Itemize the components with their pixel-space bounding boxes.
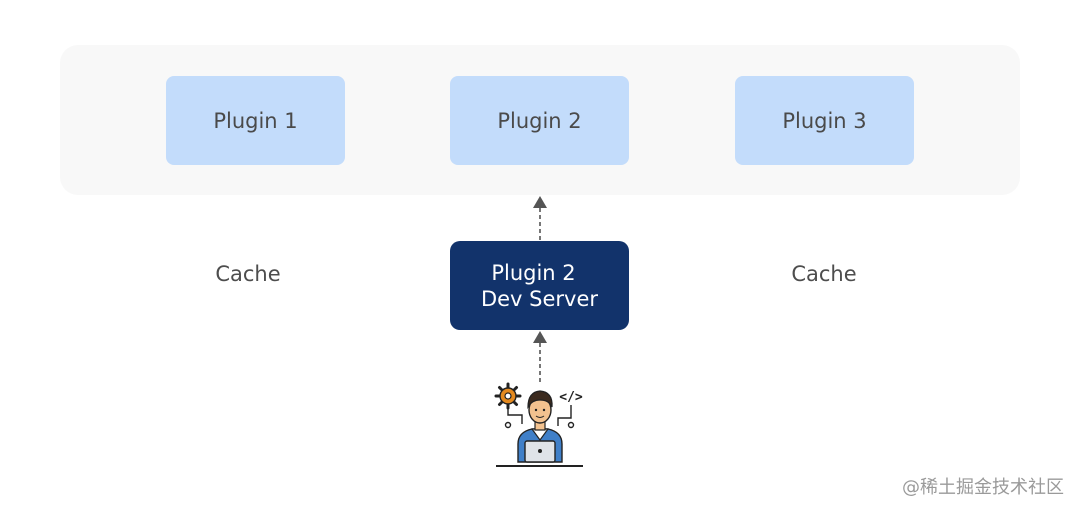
cache-label-right: Cache	[791, 262, 857, 286]
arrow-developer-to-devserver	[533, 331, 547, 382]
cache-label-left: Cache	[215, 262, 281, 286]
plugin-3-label: Plugin 3	[782, 108, 867, 133]
plugin-2-box: Plugin 2	[450, 76, 629, 165]
plugin-1-label: Plugin 1	[213, 108, 298, 133]
watermark-text: @稀土掘金技术社区	[902, 477, 1064, 498]
dev-server-box: Plugin 2 Dev Server	[450, 241, 629, 330]
plugin-1-box: Plugin 1	[166, 76, 345, 165]
dev-server-label-line1: Plugin 2	[491, 260, 576, 285]
plugin-2-label: Plugin 2	[497, 108, 582, 133]
dev-server-label-line2: Dev Server	[480, 286, 599, 311]
developer-laptop-icon: </>	[494, 382, 583, 467]
plugin-3-box: Plugin 3	[735, 76, 914, 165]
arrow-devserver-to-plugin2	[533, 196, 547, 240]
code-glyph: </>	[559, 390, 583, 405]
